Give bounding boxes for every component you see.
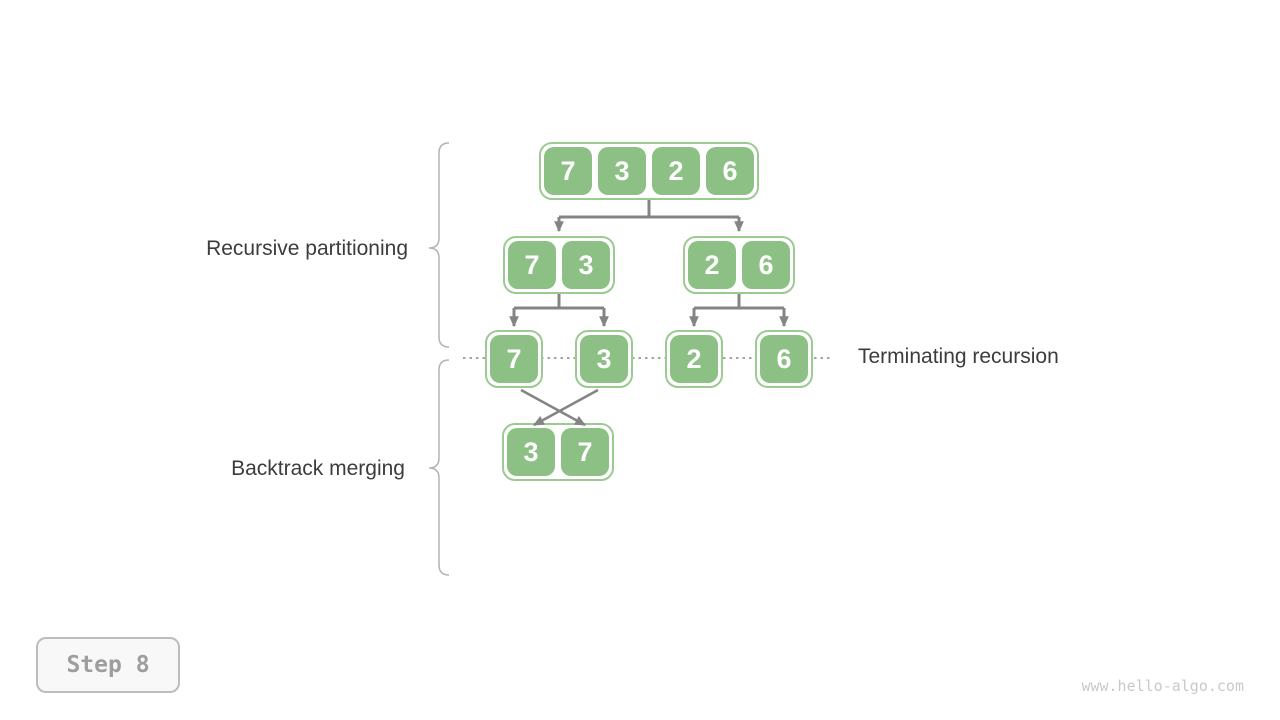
- array-cell: 3: [507, 428, 555, 476]
- array-cell: 6: [760, 335, 808, 383]
- brace-recursive-partitioning: [428, 142, 450, 348]
- array-node-leaf-3: 2: [665, 330, 723, 388]
- array-cell: 7: [490, 335, 538, 383]
- array-cell: 6: [742, 241, 790, 289]
- array-node-merged: 3 7: [502, 423, 614, 481]
- step-badge: Step 8: [36, 637, 180, 693]
- array-cell: 7: [544, 147, 592, 195]
- array-node-leaf-4: 6: [755, 330, 813, 388]
- terminating-recursion-label: Terminating recursion: [858, 345, 1059, 368]
- array-node-level2-left: 7 3: [503, 236, 615, 294]
- array-node-level2-right: 2 6: [683, 236, 795, 294]
- array-node-root: 7 3 2 6: [539, 142, 759, 200]
- array-cell: 2: [688, 241, 736, 289]
- array-cell: 3: [598, 147, 646, 195]
- backtrack-merging-label: Backtrack merging: [231, 457, 405, 480]
- brace-backtrack-merging: [428, 359, 450, 576]
- watermark: www.hello-algo.com: [1081, 677, 1244, 695]
- array-cell: 7: [561, 428, 609, 476]
- array-cell: 7: [508, 241, 556, 289]
- array-node-leaf-1: 7: [485, 330, 543, 388]
- recursive-partitioning-label: Recursive partitioning: [206, 237, 408, 260]
- array-cell: 3: [562, 241, 610, 289]
- array-cell: 2: [652, 147, 700, 195]
- array-cell: 6: [706, 147, 754, 195]
- array-cell: 2: [670, 335, 718, 383]
- array-node-leaf-2: 3: [575, 330, 633, 388]
- array-cell: 3: [580, 335, 628, 383]
